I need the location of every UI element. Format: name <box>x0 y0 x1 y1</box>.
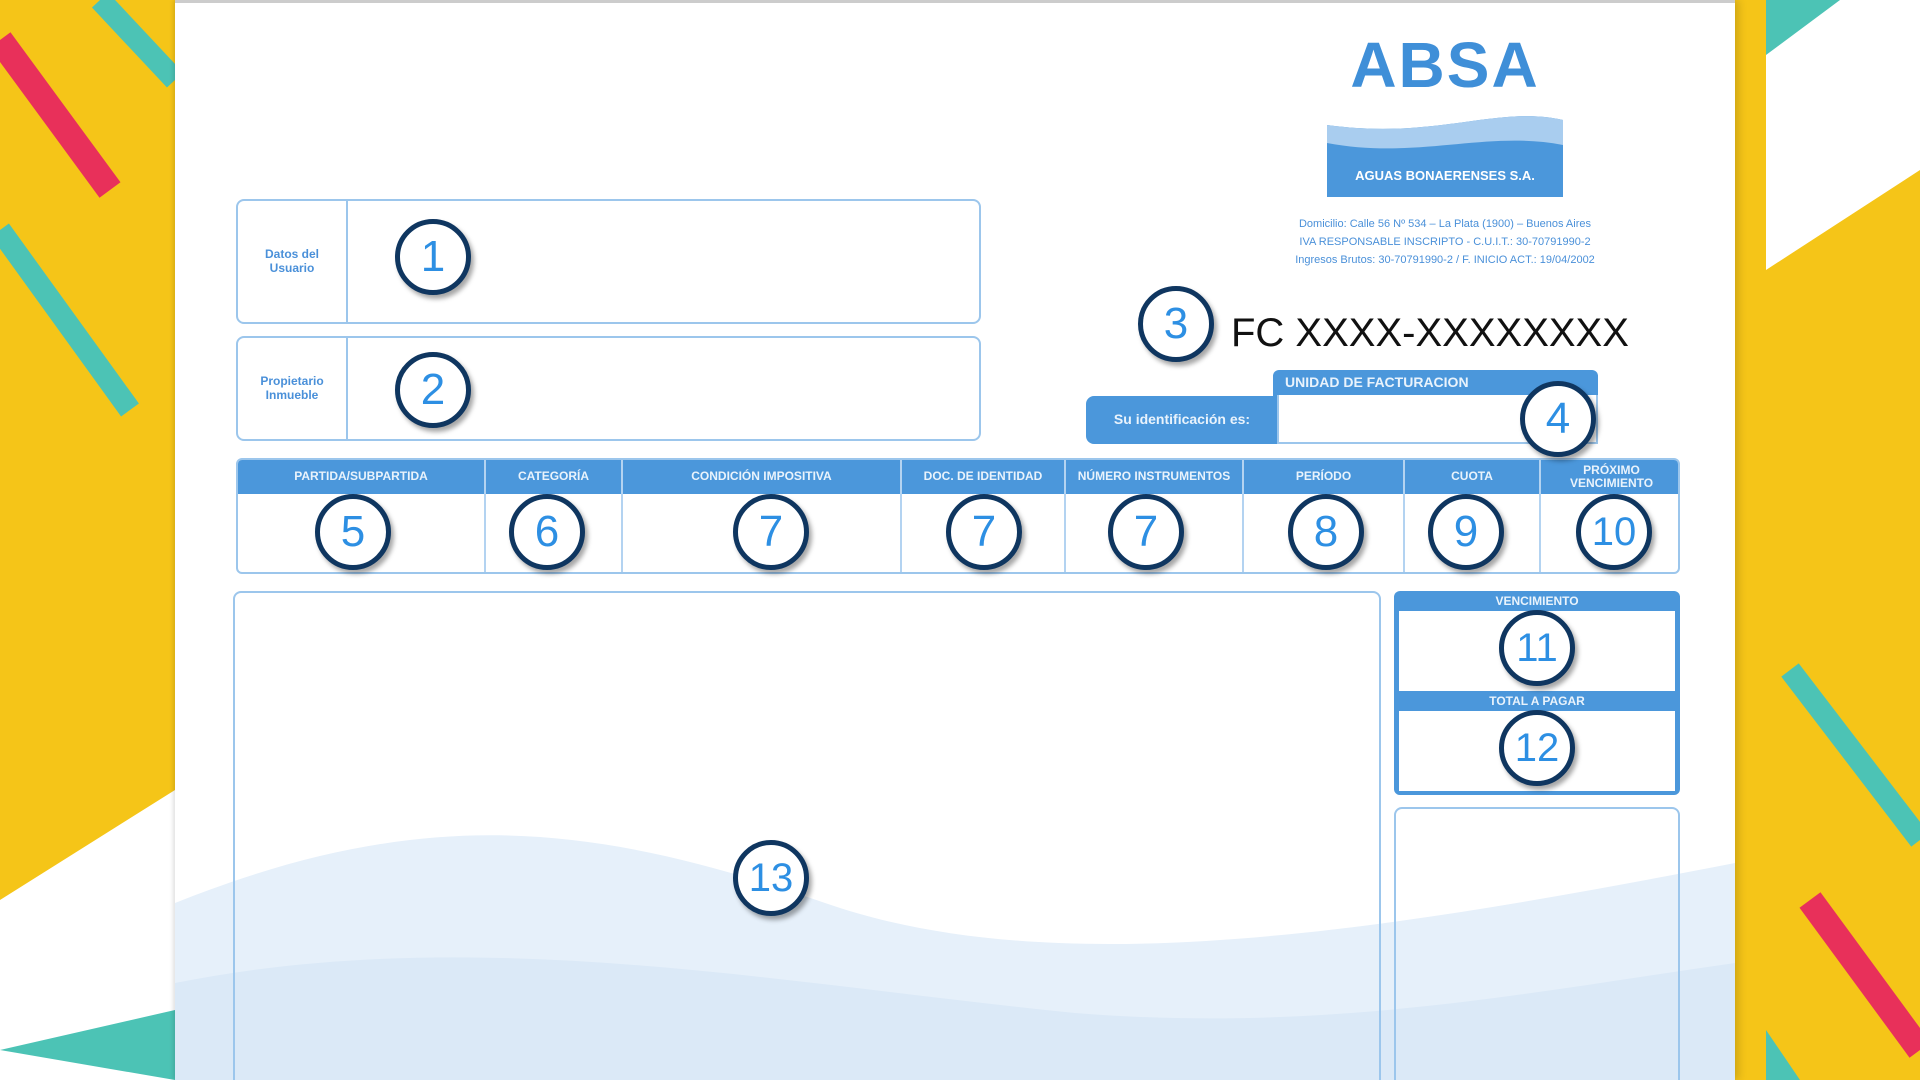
owner-label: Propietario Inmueble <box>238 338 348 439</box>
user-data-label: Datos del Usuario <box>238 201 348 322</box>
logo-brand: ABSA <box>1350 29 1540 101</box>
marker-3: 3 <box>1138 286 1214 362</box>
marker-10: 10 <box>1576 494 1652 570</box>
column-header: PRÓXIMO VENCIMIENTO <box>1541 460 1678 494</box>
due-date-label: VENCIMIENTO <box>1495 594 1579 608</box>
marker-2: 2 <box>395 352 471 428</box>
invoice-number: FC XXXX-XXXXXXXX <box>1231 311 1629 355</box>
marker-4: 4 <box>1520 381 1596 457</box>
marker-8: 8 <box>1288 494 1364 570</box>
column-header: CUOTA <box>1405 460 1539 494</box>
marker-7b: 7 <box>946 494 1022 570</box>
absa-logo: ABSA AGUAS BONAERENSES S.A. <box>1315 33 1575 197</box>
marker-12: 12 <box>1499 710 1575 786</box>
column-cuota: CUOTA <box>1405 460 1541 572</box>
marker-5: 5 <box>315 494 391 570</box>
detail-box <box>233 591 1381 1080</box>
marker-7c: 7 <box>1108 494 1184 570</box>
marker-1: 1 <box>395 219 471 295</box>
column-condicion: CONDICIÓN IMPOSITIVA <box>623 460 902 572</box>
column-header: PERÍODO <box>1244 460 1403 494</box>
owner-box: Propietario Inmueble <box>236 336 981 441</box>
column-header: NÚMERO INSTRUMENTOS <box>1066 460 1242 494</box>
column-proximo-vencimiento: PRÓXIMO VENCIMIENTO <box>1541 460 1678 572</box>
column-header: CONDICIÓN IMPOSITIVA <box>623 460 900 494</box>
tax-line: IVA RESPONSABLE INSCRIPTO - C.U.I.T.: 30… <box>1299 236 1591 248</box>
logo-company: AGUAS BONAERENSES S.A. <box>1355 168 1535 183</box>
identification-label: Su identificación es: <box>1086 396 1278 444</box>
marker-6: 6 <box>509 494 585 570</box>
side-box <box>1394 807 1680 1080</box>
column-header: PARTIDA/SUBPARTIDA <box>238 460 484 494</box>
total-label: TOTAL A PAGAR <box>1489 694 1585 708</box>
user-data-box: Datos del Usuario <box>236 199 981 324</box>
company-address: Domicilio: Calle 56 Nº 534 – La Plata (1… <box>1215 215 1675 269</box>
column-categoria: CATEGORÍA <box>486 460 623 572</box>
background-wave <box>175 835 1735 1080</box>
marker-7a: 7 <box>733 494 809 570</box>
column-header: DOC. DE IDENTIDAD <box>902 460 1064 494</box>
gross-income-line: Ingresos Brutos: 30-70791990-2 / F. INIC… <box>1295 254 1595 266</box>
column-documento: DOC. DE IDENTIDAD <box>902 460 1066 572</box>
column-periodo: PERÍODO <box>1244 460 1405 572</box>
marker-9: 9 <box>1428 494 1504 570</box>
marker-13: 13 <box>733 840 809 916</box>
column-header: CATEGORÍA <box>486 460 621 494</box>
column-instrumentos: NÚMERO INSTRUMENTOS <box>1066 460 1244 572</box>
marker-11: 11 <box>1499 610 1575 686</box>
column-partida: PARTIDA/SUBPARTIDA <box>238 460 486 572</box>
address-line: Domicilio: Calle 56 Nº 534 – La Plata (1… <box>1298 218 1591 230</box>
